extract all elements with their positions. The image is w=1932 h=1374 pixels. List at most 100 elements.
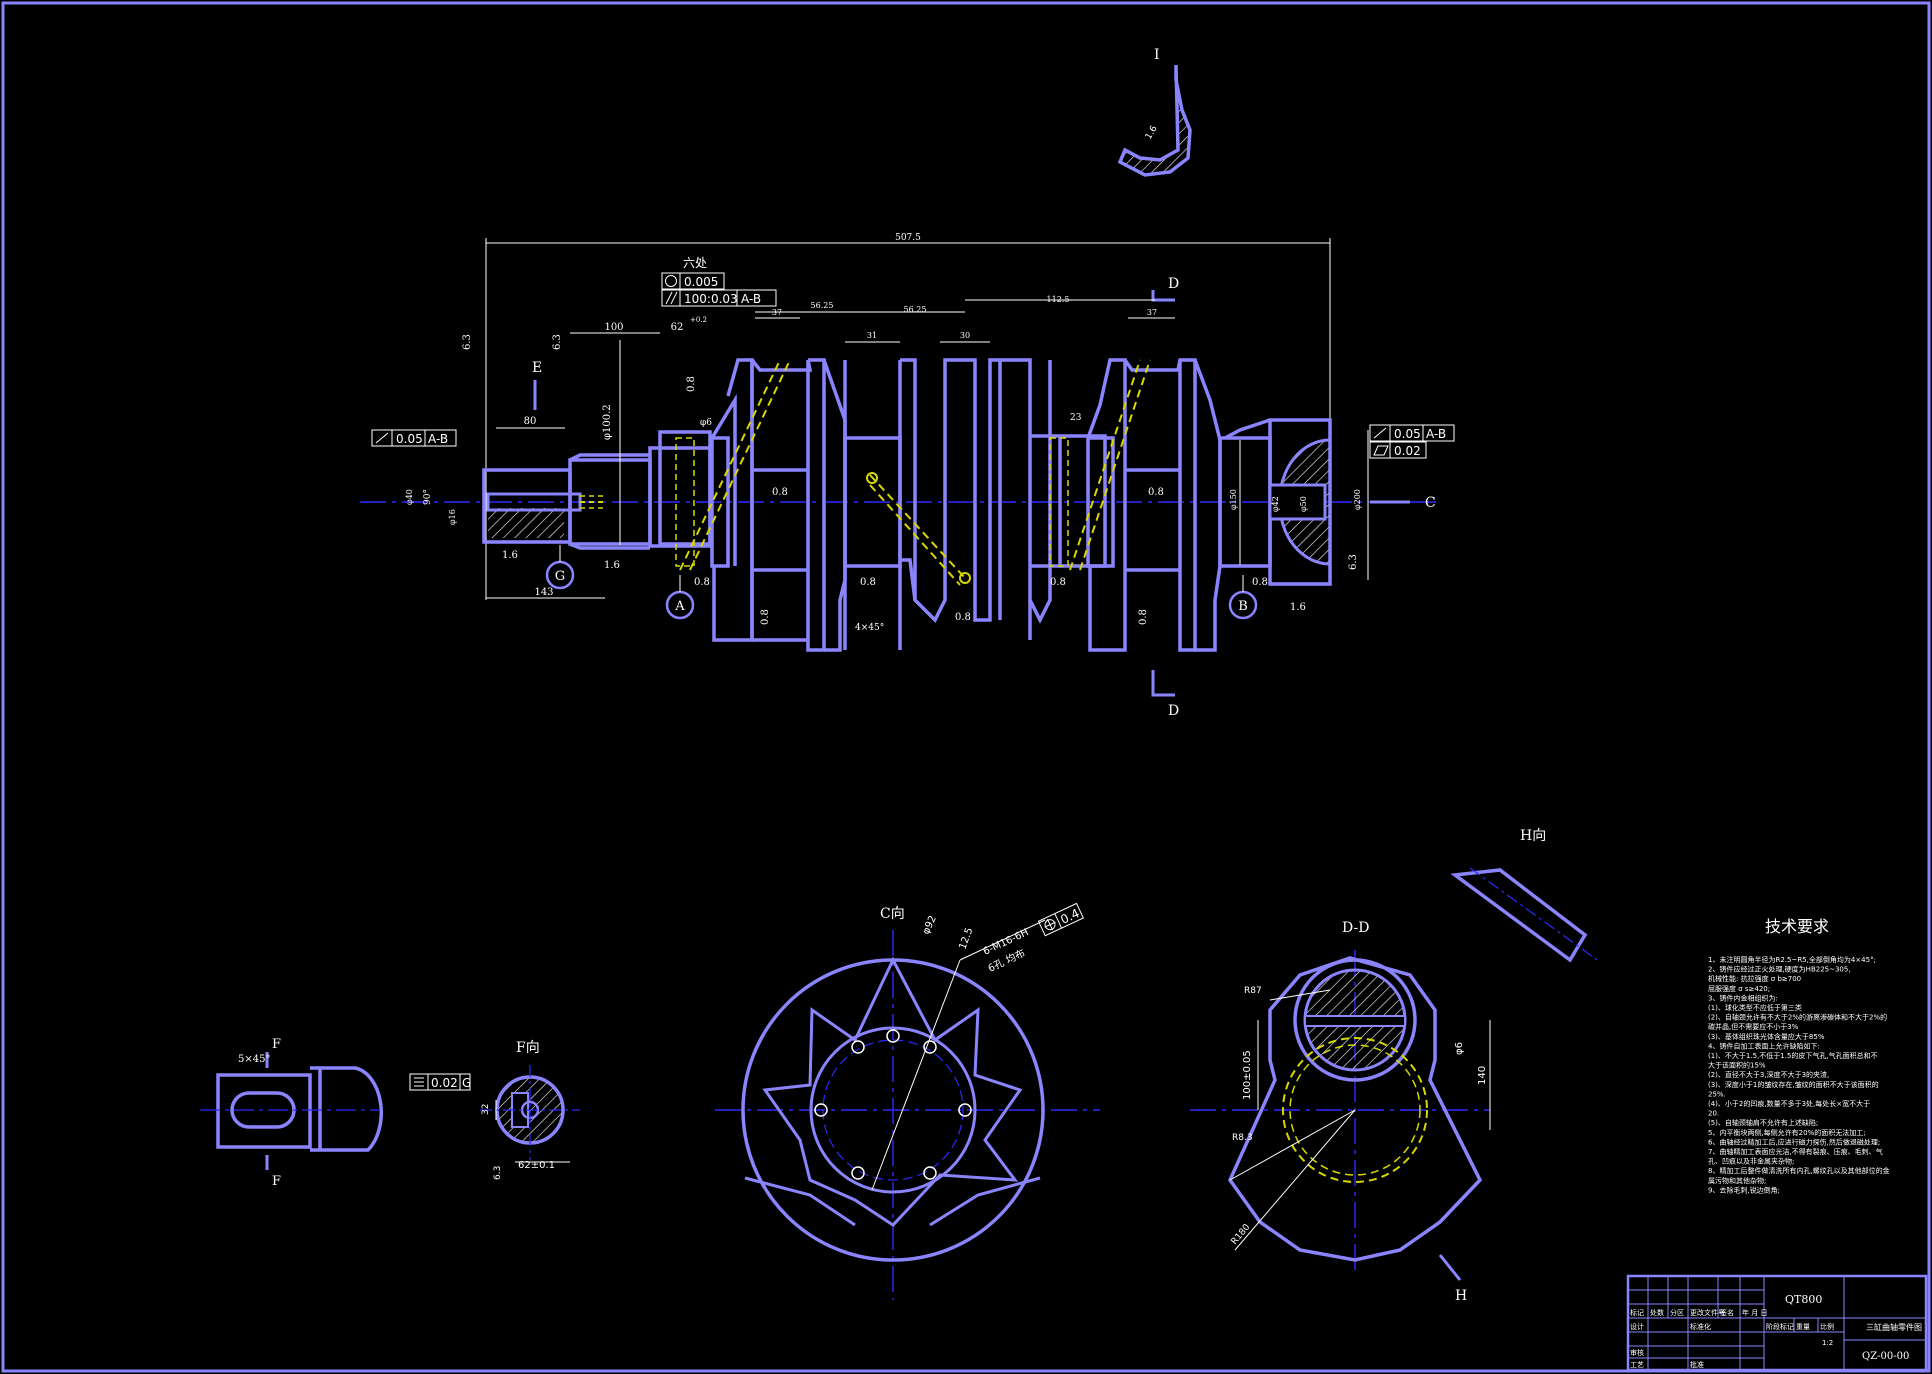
dd-r83: R8.3	[1232, 1133, 1253, 1143]
crank-throw-left	[710, 358, 847, 652]
c-view-counterweight-star	[762, 956, 1023, 1227]
svg-text:A-B: A-B	[1426, 427, 1446, 441]
tech-requirements: 技术要求 1、未注明圆角半径为R2.5~R5,全部倒角均为4×45°;2、铸件应…	[1708, 917, 1890, 1194]
dd-r87: R87	[1244, 986, 1262, 996]
svg-text:A-B: A-B	[428, 432, 448, 446]
dimension-lines	[486, 299, 1369, 599]
rough-0-8h: 0.8	[1252, 577, 1268, 588]
rough-1-6b: 1.6	[604, 560, 620, 571]
rough-1-6a: 1.6	[502, 550, 518, 561]
svg-text:I: I	[1154, 47, 1160, 63]
dd-140: 140	[1477, 1066, 1488, 1085]
tech-req-line: 孔、凹痕以及非金属夹杂物;	[1708, 1157, 1794, 1166]
tech-req-line: 属污物和其他杂物;	[1708, 1176, 1766, 1185]
dd-section: D-D R87 R8.3 R180 100±0.05 140 φ6	[1190, 920, 1491, 1270]
svg-text:处数: 处数	[1650, 1308, 1664, 1317]
crankshaft-main-view: 507.5	[360, 233, 1455, 719]
tech-req-line: (2)、自轴颈允许有不大于2%的游离渗碳体和不大于2%的	[1708, 1013, 1887, 1022]
tech-req-line: 机械性能: 抗拉强度 σ b≥700	[1708, 974, 1801, 983]
tech-req-line: 5、内平衡块两侧,每侧允许有20%的面积无法加工;	[1708, 1128, 1866, 1137]
tech-req-line: (2)、直径不大于3,深度不大于3的夹渣,	[1708, 1070, 1829, 1079]
tech-req-line: 25%.	[1708, 1090, 1726, 1098]
tech-req-line: 屈服强度 σ s≥420;	[1708, 984, 1770, 993]
svg-text:A: A	[674, 599, 685, 614]
h-view: H向 H	[1438, 828, 1601, 1304]
rough-6-3c: 6.3	[1348, 554, 1359, 570]
svg-text:0.4: 0.4	[1058, 906, 1081, 927]
datum-g: G	[545, 545, 575, 590]
svg-text:A-B: A-B	[741, 292, 761, 306]
title-part-name: 三缸曲轴零件图	[1866, 1322, 1922, 1332]
f-rough-63: 6.3	[493, 1166, 503, 1180]
title-block: 标记 处数 分区 更改文件号 签名 年 月 日 设计 标准化 审核 工艺 批准 …	[1626, 1274, 1928, 1372]
section-d-marker-bottom	[1151, 670, 1175, 697]
tech-req-line: 3、铸件内金相组织为:	[1708, 993, 1778, 1002]
rough-0-8g: 0.8	[1148, 487, 1164, 498]
svg-text:C向: C向	[880, 906, 905, 922]
dim-phi50: φ50	[1299, 496, 1308, 512]
dim-phi6: φ6	[700, 418, 712, 428]
overall-length-dimension	[485, 238, 1331, 600]
fcf-circularity: 0.005	[661, 272, 725, 290]
rough-0-8f: 0.8	[1050, 577, 1066, 588]
svg-text:标准化: 标准化	[1690, 1322, 1711, 1331]
svg-text:分区: 分区	[1670, 1308, 1684, 1317]
rough-0-8j: 0.8	[1138, 609, 1149, 625]
dim-phi100: φ100.2	[602, 404, 613, 440]
f-side-view	[216, 1066, 384, 1152]
fcf-flatness-right: 0.02	[1369, 441, 1427, 459]
dim-56-25a: 56.25	[811, 301, 834, 310]
h-arrow-label: H	[1455, 1288, 1467, 1304]
rough-0-8i: 0.8	[760, 609, 771, 625]
dd-phi6: φ6	[1454, 1042, 1465, 1055]
detail-i-roughness: 1.6	[1144, 124, 1160, 142]
dim-23: 23	[1070, 413, 1082, 423]
tech-req-line: 大于该面积的15%	[1708, 1061, 1766, 1070]
dim-62-tol: +0.2	[690, 316, 707, 324]
overall-length-text: 507.5	[895, 233, 921, 243]
datum-b: B	[1228, 575, 1258, 620]
svg-text:0.005: 0.005	[684, 275, 718, 289]
svg-text:批准: 批准	[1690, 1360, 1704, 1369]
tech-req-line: (5)、自轴颈轴肩不允许有上述缺陷;	[1708, 1118, 1818, 1127]
dim-62: 62	[671, 322, 684, 333]
crank-throw-middle	[843, 358, 1107, 650]
dim-4x45: 4×45°	[855, 623, 884, 633]
dim-100: 100	[604, 322, 623, 333]
f-arrow-top: F	[272, 1037, 281, 1052]
dim-37b: 37	[1147, 308, 1157, 317]
oil-hole-right	[1069, 359, 1141, 571]
f-chamfer: 5×45°	[238, 1054, 270, 1065]
dim-143: 143	[534, 587, 553, 598]
rough-0-8a: 0.8	[686, 376, 697, 392]
rough-1-6c: 1.6	[1290, 602, 1306, 613]
fcf-runout-right: 0.05 A-B	[1369, 424, 1455, 442]
tech-req-line: (3)、基体组织珠光体含量应大于85%	[1708, 1032, 1825, 1041]
dim-31: 31	[867, 331, 877, 340]
view-c-arrow-label: C	[1425, 495, 1436, 511]
tech-req-line: 9、去除毛刺,锐边倒角;	[1708, 1185, 1780, 1194]
dim-56-25b: 56.25	[904, 305, 927, 314]
dim-phi42: φ42	[1271, 496, 1280, 512]
svg-text:1:2: 1:2	[1822, 1339, 1833, 1347]
dim-phi16: φ16	[448, 509, 457, 525]
fcf-position-c: 0.4	[1037, 902, 1084, 937]
svg-text:更改文件号: 更改文件号	[1690, 1308, 1725, 1317]
svg-text:D: D	[1168, 703, 1179, 719]
tech-req-title: 技术要求	[1765, 917, 1829, 936]
tech-req-line: 碳并晶,但不需要应不小于3%	[1708, 1022, 1799, 1031]
tech-req-line: 4、铸件自加工表面上允许缺陷如下:	[1708, 1041, 1820, 1050]
svg-text:工艺: 工艺	[1630, 1361, 1644, 1369]
dim-90: 90°	[423, 489, 433, 505]
dim-phi150: φ150	[1229, 489, 1238, 510]
crank-throw-right	[1086, 358, 1222, 652]
sym-tol-f-ref: G	[462, 1076, 471, 1090]
c-view: C向 φ92 6-M16-6H 6孔 均布 12.5 0.4	[715, 902, 1100, 1300]
rough-6-3a: 6.3	[462, 334, 473, 350]
f-view: F向 0.02 G 32 62±0.1 6.3	[409, 1040, 580, 1180]
svg-text:0.05: 0.05	[1394, 427, 1421, 441]
tech-req-line: 20.	[1708, 1110, 1719, 1118]
svg-text:签名: 签名	[1720, 1308, 1734, 1317]
tech-req-line: (4)、小于2的凹痕,数量不多于3处,每处长×宽不大于	[1708, 1099, 1870, 1108]
